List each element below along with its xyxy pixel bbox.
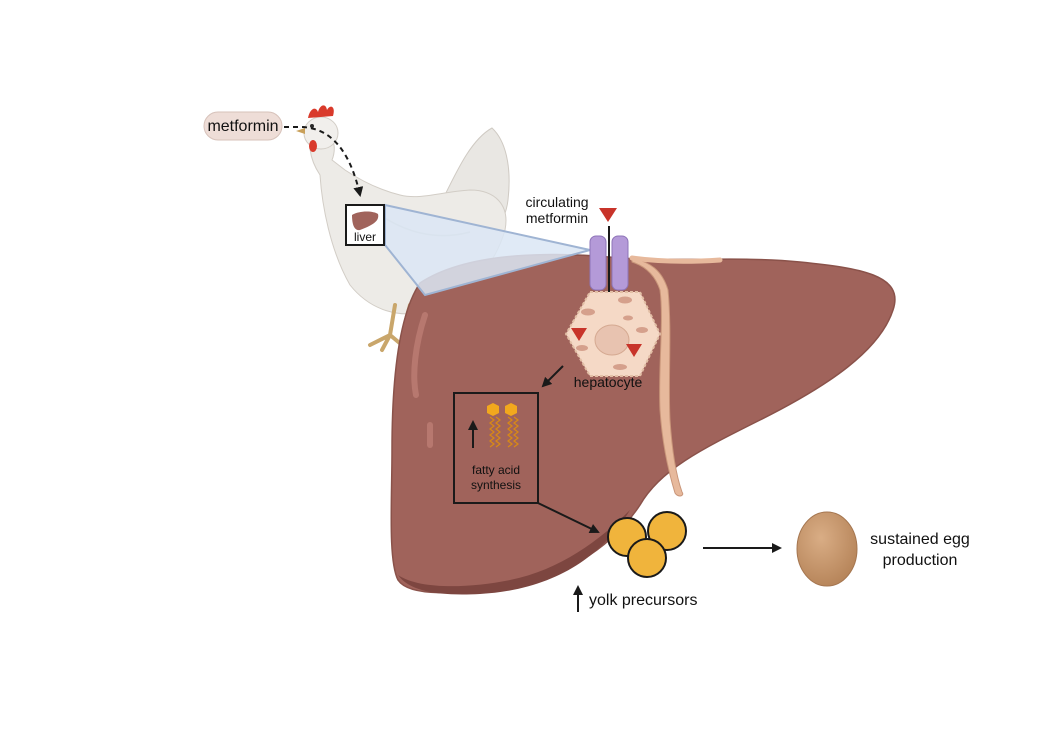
hen-eye (310, 124, 314, 128)
hen-beak (296, 128, 305, 134)
fatty-acid-label-line2: synthesis (471, 478, 521, 492)
transporter-left (589, 235, 607, 291)
metformin-ingestion-path (284, 126, 364, 197)
liver-label: liver (354, 230, 376, 244)
fatty-acid-box (453, 392, 539, 504)
mitochondrion-4 (576, 345, 588, 351)
liver-ligament (631, 257, 684, 497)
metformin-marker-circulating (599, 208, 617, 222)
transporter-right (611, 235, 629, 291)
mitochondrion-5 (613, 364, 627, 370)
membrane-transporter (589, 235, 629, 291)
egg-production-label-line1: sustained egg (870, 531, 970, 548)
metformin-pill-shape (203, 111, 283, 141)
yolk-precursor-cluster (607, 511, 687, 578)
liver-ligament-top (629, 255, 723, 264)
liver-underside (398, 510, 630, 595)
fatty-acid-molecule-icon (487, 403, 519, 448)
hepatocyte-cell (564, 291, 662, 377)
hen-head (303, 116, 339, 150)
liver-illustration (390, 253, 896, 595)
circulating-metformin-label-line1: circulating (525, 194, 588, 210)
liver-highlight (411, 312, 428, 398)
circulating-metformin-label-line2: metformin (526, 210, 588, 226)
fatty-acid-label-line1: fatty acid (472, 463, 520, 477)
hepatocyte-nucleus (594, 324, 630, 356)
hepatocyte-label: hepatocyte (574, 374, 643, 390)
fatty-acid-chain-3 (507, 416, 513, 448)
hepatocyte-to-fatty-acid-arrow (541, 365, 564, 388)
fatty-acid-chain-2 (495, 416, 501, 448)
hen-legs (368, 303, 412, 352)
mitochondrion-6 (623, 315, 633, 321)
liver-inset-icon (352, 211, 379, 231)
fatty-acid-to-yolk-arrow (537, 502, 600, 534)
yolk-precursors-label: yolk precursors (589, 592, 697, 609)
fatty-acid-chain-1 (489, 416, 495, 448)
metformin-marker-intracellular-1 (571, 328, 587, 341)
egg-icon (796, 511, 858, 587)
metformin-marker-intracellular-2 (626, 344, 642, 357)
hen-wattle (309, 140, 317, 152)
hexagon-left (487, 403, 499, 416)
yolk-droplet-2 (647, 511, 687, 551)
metformin-label: metformin (207, 118, 278, 135)
mitochondrion-3 (636, 327, 648, 333)
yolk-droplet-3 (627, 538, 667, 578)
egg-production-label-line2: production (883, 552, 958, 569)
hen-comb (308, 105, 334, 118)
metformin-pill: metformin (203, 111, 283, 141)
mitochondrion-1 (618, 296, 632, 304)
mitochondrion-2 (581, 308, 595, 316)
fatty-acid-chain-4 (513, 416, 519, 448)
hexagon-right (505, 403, 517, 416)
